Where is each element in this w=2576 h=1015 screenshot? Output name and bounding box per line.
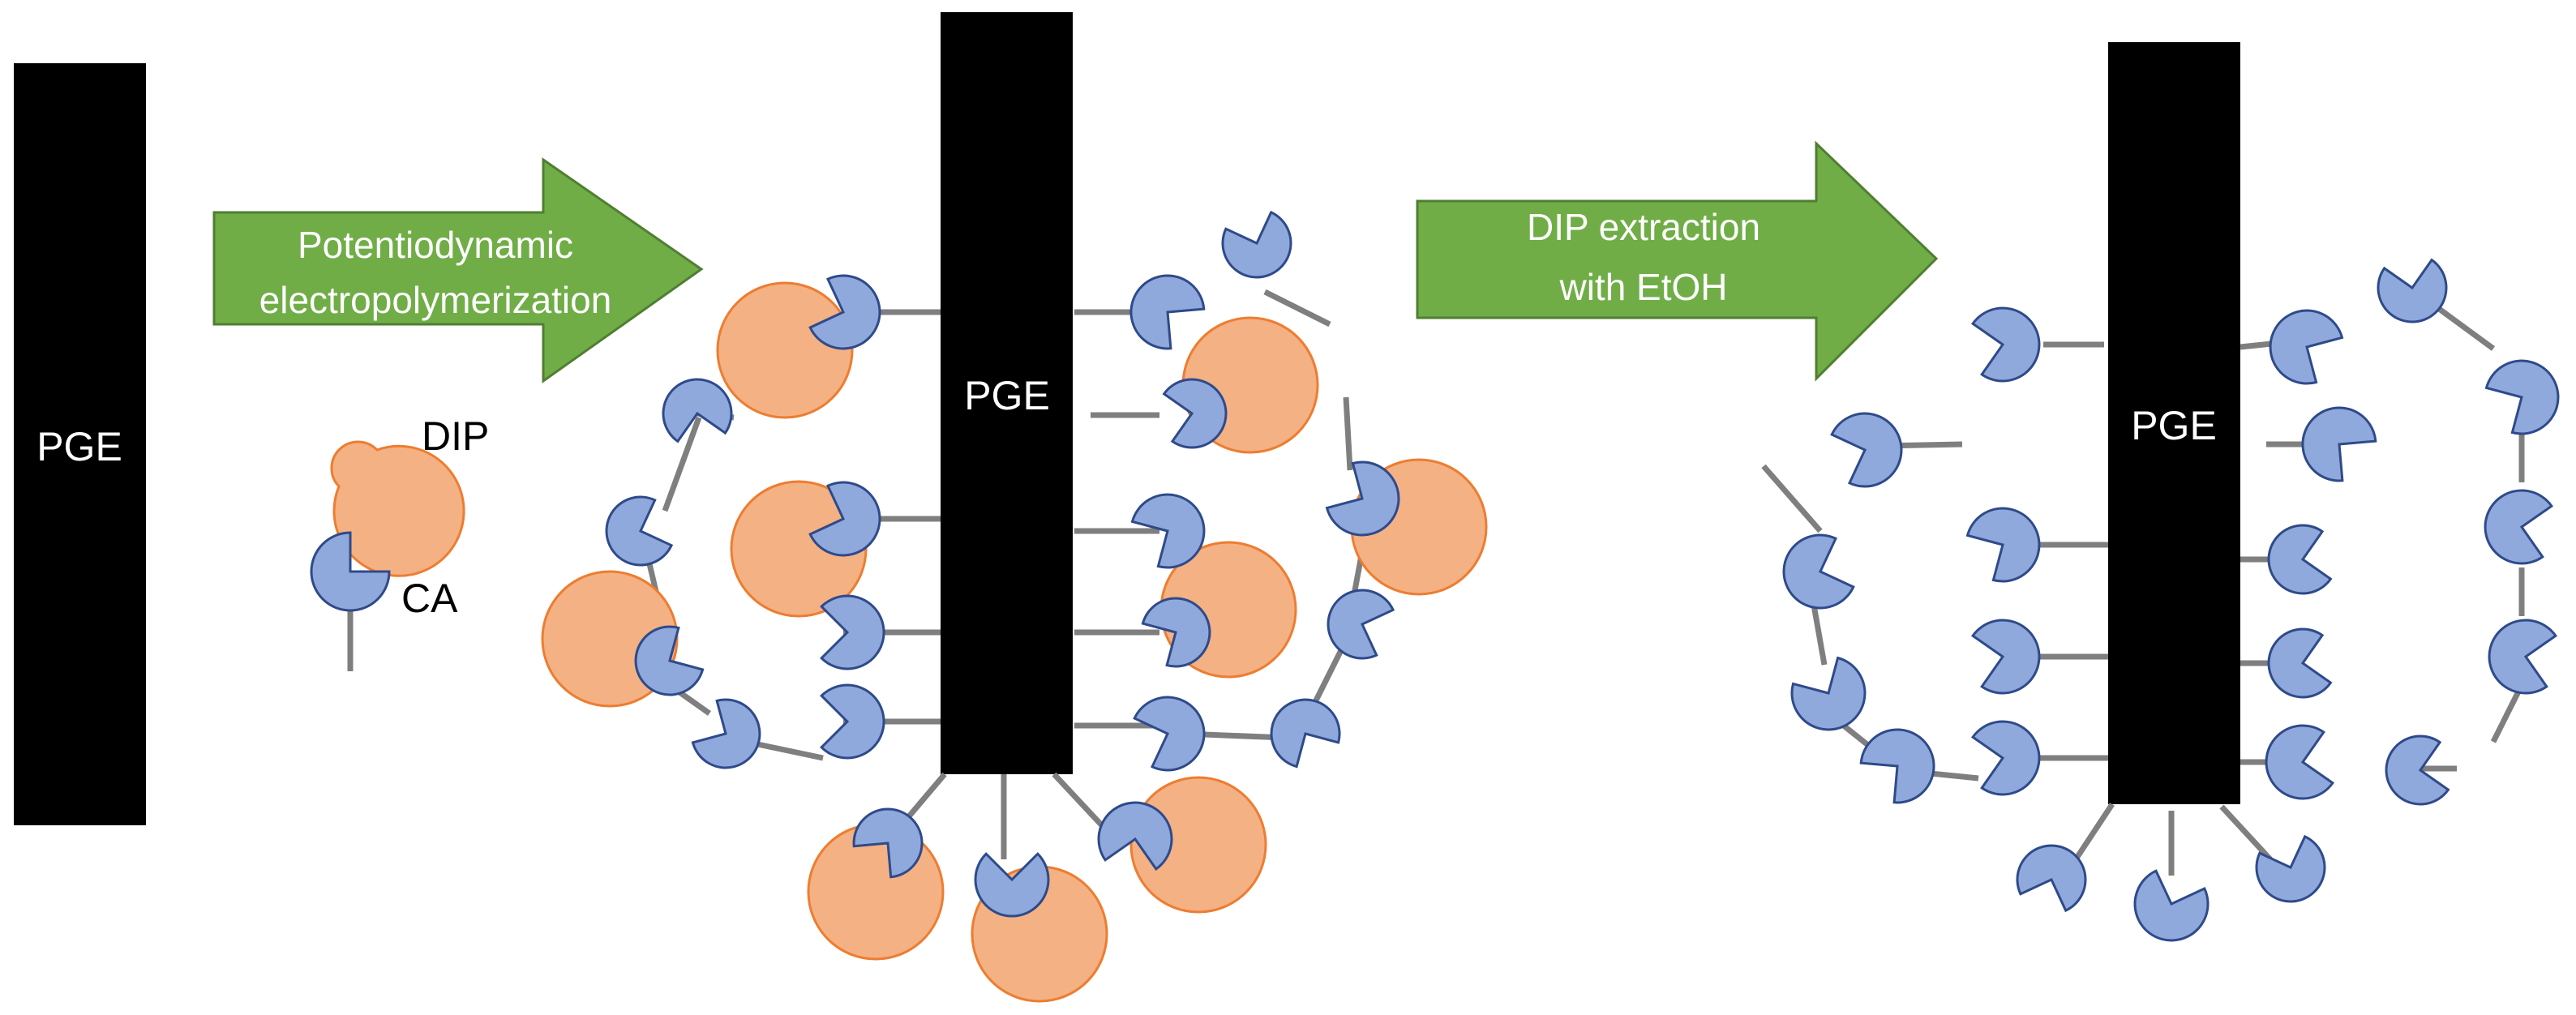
ca-unit — [2377, 258, 2448, 323]
ca-unit — [1325, 460, 1400, 537]
ca-unit — [820, 594, 885, 670]
extracted-electrode-label: PGE — [2131, 403, 2217, 448]
bare-electrode — [14, 63, 146, 825]
ca-unit — [1790, 656, 1867, 731]
arrow1-line2: electropolymerization — [259, 279, 612, 321]
imprinted-electrode — [941, 12, 1073, 774]
polymer-link — [1761, 464, 1823, 533]
ca-unit — [2301, 406, 2377, 482]
ca-unit — [634, 625, 705, 696]
ca-unit — [852, 807, 924, 879]
arrow1-line1: Potentiodynamic — [298, 224, 573, 266]
dip-molecule — [1129, 776, 1267, 914]
ca-unit — [2488, 619, 2557, 695]
ca-unit — [1129, 274, 1206, 350]
ca-unit — [808, 481, 881, 557]
ca-unit — [2385, 734, 2450, 806]
ca-unit — [2484, 489, 2553, 565]
polymer-link — [662, 416, 702, 512]
ca-unit — [1162, 378, 1228, 449]
ca-unit — [1859, 728, 1935, 804]
ca-unit — [1141, 597, 1211, 668]
ca-unit — [2016, 844, 2087, 913]
ca-unit — [2484, 359, 2560, 435]
ca-unit — [1971, 306, 2041, 383]
ca-unit — [662, 378, 733, 443]
legend-ca-label: CA — [401, 576, 458, 621]
ca-unit — [820, 683, 885, 760]
extraction-arrow — [1416, 140, 1939, 382]
ca-units-extracted — [1782, 258, 2560, 942]
ca-unit — [1965, 507, 2041, 583]
arrow2-line2: with EtOH — [1558, 266, 1727, 308]
legend-dip-label: DIP — [422, 413, 489, 459]
ca-unit — [605, 495, 674, 567]
ca-unit — [2267, 627, 2333, 699]
ca-unit — [1971, 720, 2041, 796]
polymer-link — [2490, 683, 2525, 743]
ca-unit — [691, 698, 761, 769]
ca-unit — [1782, 533, 1855, 610]
polymer-link — [1263, 289, 1331, 328]
ca-unit — [1270, 698, 1341, 769]
bare-electrode-label: PGE — [36, 424, 122, 469]
ca-unit — [1971, 619, 2041, 695]
ca-units-imprinted — [605, 210, 1400, 918]
ca-unit — [808, 274, 881, 350]
polymer-link — [2430, 302, 2496, 351]
electropolymerization-arrow — [212, 157, 704, 383]
dip-molecule — [716, 281, 854, 419]
ca-unit — [1133, 696, 1206, 772]
ca-unit — [1221, 210, 1292, 279]
ca-unit — [2269, 309, 2344, 385]
ca-unit — [974, 852, 1050, 918]
ca-unit — [1097, 801, 1173, 871]
extracted-electrode — [2108, 42, 2240, 804]
ca-icon — [310, 531, 391, 612]
ca-unit — [2255, 834, 2326, 903]
ca-unit — [2267, 524, 2333, 595]
ca-unit — [2133, 869, 2210, 942]
arrow2-line1: DIP extraction — [1527, 206, 1760, 248]
polymer-link — [1343, 396, 1353, 471]
legend-ca-monomer — [310, 531, 391, 671]
ca-unit — [1327, 589, 1395, 660]
ca-unit — [1830, 412, 1903, 488]
polymer-link — [2073, 803, 2115, 861]
imprinted-electrode-label: PGE — [964, 373, 1050, 418]
ca-unit — [2265, 724, 2334, 800]
ca-unit — [1130, 493, 1206, 569]
polymer-link — [2219, 804, 2273, 862]
